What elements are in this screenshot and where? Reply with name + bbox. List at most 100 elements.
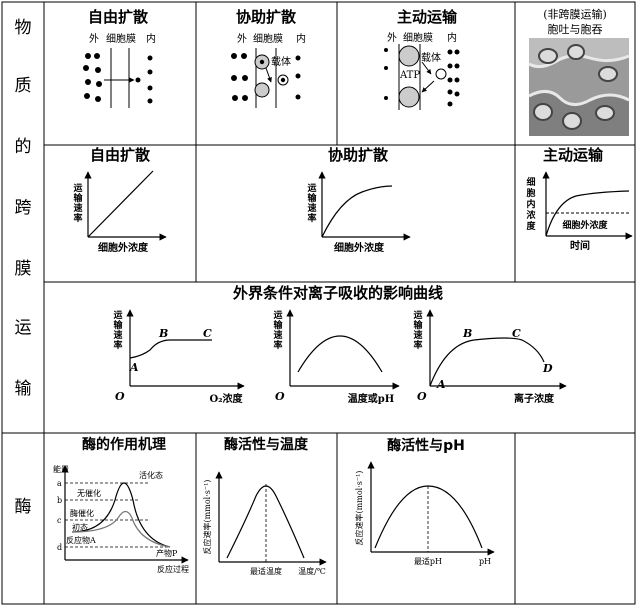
- svg-text:外: 外: [387, 32, 397, 44]
- svg-text:O₂浓度: O₂浓度: [209, 392, 243, 405]
- svg-text:率: 率: [307, 212, 316, 224]
- svg-text:a: a: [57, 479, 62, 488]
- svg-text:细胞外浓度: 细胞外浓度: [98, 241, 149, 254]
- svg-text:C: C: [512, 327, 521, 340]
- side-char-4: 跨: [15, 198, 32, 218]
- side-char-7: 输: [15, 379, 32, 399]
- facilitated-title: 协助扩散: [236, 8, 297, 26]
- svg-text:输: 输: [413, 319, 423, 331]
- side-char-5: 膜: [15, 259, 32, 279]
- temperature-curve: [297, 335, 383, 373]
- svg-text:能量: 能量: [53, 464, 69, 474]
- svg-text:细胞膜: 细胞膜: [253, 32, 283, 45]
- membrane-label: 细胞膜: [106, 32, 136, 45]
- svg-text:O: O: [417, 390, 427, 403]
- non-membrane-label: (非跨膜运输): [543, 7, 607, 21]
- svg-text:细: 细: [526, 176, 535, 188]
- o2-concentration-graph: 运 输 速 率 A B C O O₂浓度: [113, 309, 245, 405]
- svg-text:无催化: 无催化: [77, 488, 101, 498]
- ph-bell-curve: [374, 485, 483, 549]
- svg-text:输: 输: [73, 192, 83, 204]
- linear-curve: [87, 170, 154, 238]
- active-transport-diagram: 主动运输 外 细胞膜 内 载体 ATP: [384, 8, 460, 110]
- svg-text:外: 外: [237, 33, 247, 45]
- ion-concentration-graph: 运 输 速 率 A B C D O 离子浓度: [413, 309, 567, 405]
- svg-text:反应过程: 反应过程: [157, 564, 189, 574]
- svg-text:运: 运: [73, 183, 83, 194]
- svg-text:胞: 胞: [525, 187, 535, 199]
- svg-text:运: 运: [113, 310, 123, 321]
- saturation-curve: [321, 185, 393, 238]
- free-diffusion-diagram: 自由扩散 外 细胞膜 内: [83, 8, 156, 108]
- svg-text:时间: 时间: [570, 239, 590, 252]
- inside-label: 内: [146, 32, 156, 45]
- svg-text:O: O: [115, 390, 125, 403]
- ion-absorption-title: 外界条件对离子吸收的影响曲线: [232, 284, 443, 302]
- enzyme-mechanism-graph: 酶的作用机理 能量 a b c d 活化态 无催化 酶催化 初态 反应物A 产物…: [53, 436, 189, 574]
- svg-text:b: b: [57, 496, 62, 505]
- svg-text:活化态: 活化态: [139, 470, 163, 480]
- svg-text:C: C: [203, 327, 212, 340]
- svg-text:酶活性与pH: 酶活性与pH: [387, 437, 465, 454]
- table-grid: [1, 1, 636, 605]
- svg-text:速: 速: [73, 202, 82, 214]
- side-label-enzyme: 酶: [15, 497, 32, 517]
- svg-text:B: B: [158, 327, 168, 340]
- enzyme-ph-graph: 酶活性与pH 反应速率(mmol·s⁻¹) 最适pH pH: [354, 437, 495, 566]
- svg-text:运: 运: [413, 310, 423, 321]
- svg-text:酶的作用机理: 酶的作用机理: [82, 436, 166, 453]
- svg-text:输: 输: [113, 319, 123, 331]
- svg-text:率: 率: [113, 339, 122, 351]
- svg-text:速: 速: [307, 202, 316, 214]
- temperature-ph-graph: 运 输 速 率 O 温度或pH: [273, 309, 400, 405]
- svg-text:内: 内: [526, 198, 535, 210]
- svg-text:d: d: [57, 543, 62, 552]
- svg-text:pH: pH: [479, 557, 491, 566]
- ion-curve: [429, 337, 545, 387]
- svg-text:初态: 初态: [72, 522, 88, 532]
- endo-exo-title: 胞吐与胞吞: [548, 23, 603, 36]
- side-char-6: 运: [15, 318, 32, 338]
- svg-text:最适温度: 最适温度: [250, 566, 282, 576]
- svg-text:主动运输: 主动运输: [543, 146, 604, 164]
- svg-text:速: 速: [113, 329, 122, 341]
- svg-text:细胞外浓度: 细胞外浓度: [562, 219, 608, 231]
- atp-label: ATP: [399, 70, 420, 81]
- svg-text:载体: 载体: [421, 52, 441, 64]
- svg-text:A: A: [436, 378, 446, 391]
- outside-label: 外: [89, 33, 99, 45]
- side-char-1: 物: [15, 18, 32, 38]
- svg-text:反应速率(mmol·s⁻¹): 反应速率(mmol·s⁻¹): [202, 480, 212, 555]
- active-transport-graph: 主动运输 细 胞 内 浓 度 细胞外浓度 时间: [525, 146, 633, 252]
- svg-text:细胞膜: 细胞膜: [403, 31, 433, 44]
- side-char-2: 质: [15, 76, 32, 96]
- uncatalyzed-curve: [71, 482, 171, 548]
- svg-text:反应速率(mmol·s⁻¹): 反应速率(mmol·s⁻¹): [354, 471, 364, 546]
- svg-text:反应物A: 反应物A: [66, 535, 96, 545]
- carrier-label: 载体: [271, 56, 291, 68]
- svg-text:酶催化: 酶催化: [70, 508, 94, 518]
- free-diffusion-graph: 自由扩散 运 输 速 率 细胞外浓度: [73, 146, 167, 254]
- accumulation-curve: [545, 190, 630, 237]
- svg-text:运: 运: [307, 183, 317, 194]
- facilitated-diffusion-diagram: 协助扩散 外 细胞膜 内 载体: [231, 8, 306, 108]
- svg-text:速: 速: [413, 329, 422, 341]
- svg-text:产物P: 产物P: [156, 548, 178, 558]
- svg-text:最适pH: 最适pH: [414, 556, 442, 566]
- temperature-bell-curve: [226, 485, 305, 559]
- endocytosis-exocytosis: (非跨膜运输) 胞吐与胞吞: [528, 7, 630, 136]
- active-title: 主动运输: [397, 8, 458, 26]
- svg-text:温度/℃: 温度/℃: [298, 566, 326, 576]
- svg-text:O: O: [275, 390, 285, 403]
- free-diffusion-title: 自由扩散: [88, 8, 149, 26]
- svg-text:协助扩散: 协助扩散: [328, 146, 389, 164]
- o2-curve: [129, 339, 212, 359]
- svg-text:度: 度: [526, 220, 536, 232]
- svg-text:内: 内: [296, 32, 306, 45]
- svg-text:浓: 浓: [526, 209, 536, 221]
- svg-text:率: 率: [273, 339, 282, 351]
- svg-text:率: 率: [413, 339, 422, 351]
- svg-text:运: 运: [273, 310, 283, 321]
- svg-text:自由扩散: 自由扩散: [90, 146, 151, 164]
